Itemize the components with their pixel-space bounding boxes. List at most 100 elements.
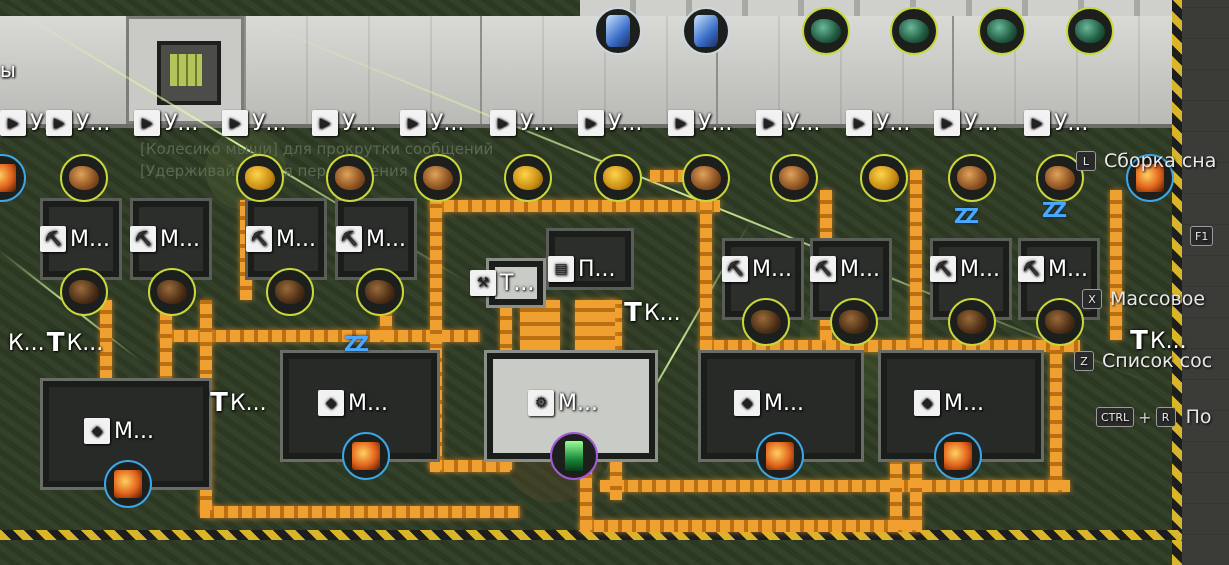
ore-slot[interactable] [830, 298, 878, 346]
ore-slot[interactable] [60, 154, 108, 202]
conveyor-belt[interactable] [200, 506, 520, 518]
conveyor-belt[interactable] [890, 440, 902, 530]
conveyor-belt[interactable] [430, 200, 560, 212]
furnace-label[interactable]: ◆М... [914, 390, 984, 416]
unloader-label[interactable]: ▶У... [846, 110, 910, 136]
raw-ore-icon [275, 280, 305, 304]
raw-ore-icon [1045, 310, 1075, 334]
ore-slot[interactable] [594, 154, 642, 202]
ore-slot[interactable] [682, 154, 730, 202]
drill-label[interactable]: ⛏М... [810, 256, 880, 282]
drill-label[interactable]: ⛏М... [930, 256, 1000, 282]
unloader-icon: ▶ [934, 110, 960, 136]
inserter-icon: T [46, 328, 65, 358]
green-ore-icon [899, 19, 929, 43]
output-slot[interactable] [934, 432, 982, 480]
unloader-label[interactable]: ▶У... [490, 110, 554, 136]
gold-ore-icon [513, 166, 543, 190]
output-slot[interactable] [756, 432, 804, 480]
conveyor-belt[interactable] [560, 200, 720, 212]
tool-icon: ⚒ [470, 270, 496, 296]
ore-slot[interactable] [1036, 298, 1084, 346]
cube-icon [114, 470, 142, 498]
conveyor-belt[interactable] [160, 300, 172, 390]
ore-slot[interactable] [742, 298, 790, 346]
ore-slot[interactable] [948, 154, 996, 202]
unloader-label[interactable]: ▶У... [756, 110, 820, 136]
raw-ore-icon [157, 280, 187, 304]
drill-label[interactable]: ⛏М... [336, 226, 406, 252]
gold-ore-icon [603, 166, 633, 190]
conveyor-belt[interactable] [520, 300, 560, 350]
ore-slot[interactable] [948, 298, 996, 346]
t-label[interactable]: ⚒Т... [470, 270, 534, 296]
cube-icon [352, 442, 380, 470]
ore-slot[interactable] [770, 154, 818, 202]
green-ore-icon [811, 19, 841, 43]
conveyor-belt[interactable] [160, 330, 480, 342]
output-slot[interactable] [342, 432, 390, 480]
unloader-label[interactable]: ▶У... [668, 110, 732, 136]
cube-icon [944, 442, 972, 470]
ore-slot[interactable] [236, 154, 284, 202]
conveyor-belt[interactable] [700, 170, 712, 350]
output-slot[interactable] [1126, 154, 1174, 202]
drill-label[interactable]: ⛏М... [40, 226, 110, 252]
unloader-icon: ▶ [46, 110, 72, 136]
conveyor-belt[interactable] [100, 300, 112, 380]
furnace-label[interactable]: ◆М... [318, 390, 388, 416]
unloader-label[interactable]: ▶У... [312, 110, 376, 136]
ore-slot[interactable] [60, 268, 108, 316]
drill-icon: ⛏ [336, 226, 362, 252]
ore-slot[interactable] [356, 268, 404, 316]
resource-slot[interactable] [978, 7, 1026, 55]
unloader-label[interactable]: ▶У... [934, 110, 998, 136]
resource-slot[interactable] [682, 7, 730, 55]
ore-slot[interactable] [504, 154, 552, 202]
conveyor-belt[interactable] [1050, 350, 1062, 490]
drill-label[interactable]: ⛏М... [1018, 256, 1088, 282]
furnace-label[interactable]: ◆М... [734, 390, 804, 416]
conveyor-belt[interactable] [600, 480, 1070, 492]
drill-label[interactable]: ⛏М... [246, 226, 316, 252]
conveyor-belt[interactable] [1110, 190, 1122, 340]
ore-slot[interactable] [326, 154, 374, 202]
p-label[interactable]: ▤П... [548, 256, 616, 282]
ore-slot[interactable] [266, 268, 314, 316]
resource-slot[interactable] [890, 7, 938, 55]
furnace-icon: ◆ [84, 418, 110, 444]
conveyor-belt[interactable] [430, 460, 510, 472]
green-ore-icon [1075, 19, 1105, 43]
ore-slot[interactable] [414, 154, 462, 202]
assembler-label[interactable]: ⚙М... [528, 390, 598, 416]
drill-label[interactable]: ⛏М... [722, 256, 792, 282]
unloader-icon: ▶ [668, 110, 694, 136]
unloader-label[interactable]: ▶У... [46, 110, 110, 136]
unloader-icon: ▶ [1024, 110, 1050, 136]
unloader-label[interactable]: ▶У... [1024, 110, 1088, 136]
output-slot[interactable] [104, 460, 152, 508]
ore-slot[interactable] [860, 154, 908, 202]
unloader-label[interactable]: ▶У... [134, 110, 198, 136]
inserter-icon: T [624, 298, 642, 328]
conveyor-belt[interactable] [700, 340, 1080, 352]
resource-slot[interactable] [594, 7, 642, 55]
drill-label[interactable]: ⛏М... [130, 226, 200, 252]
small-structure[interactable] [486, 258, 546, 308]
output-slot[interactable] [550, 432, 598, 480]
ore-slot[interactable] [148, 268, 196, 316]
conveyor-belt[interactable] [575, 300, 615, 350]
unloader-label[interactable]: ▶У... [400, 110, 464, 136]
unloader-label[interactable]: ▶У... [222, 110, 286, 136]
resource-slot[interactable] [1066, 7, 1114, 55]
conveyor-belt[interactable] [580, 520, 920, 532]
copper-ore-icon [69, 166, 99, 190]
furnace-label[interactable]: ◆М... [84, 418, 154, 444]
resource-slot[interactable] [802, 7, 850, 55]
unloader-label[interactable]: ▶У... [578, 110, 642, 136]
